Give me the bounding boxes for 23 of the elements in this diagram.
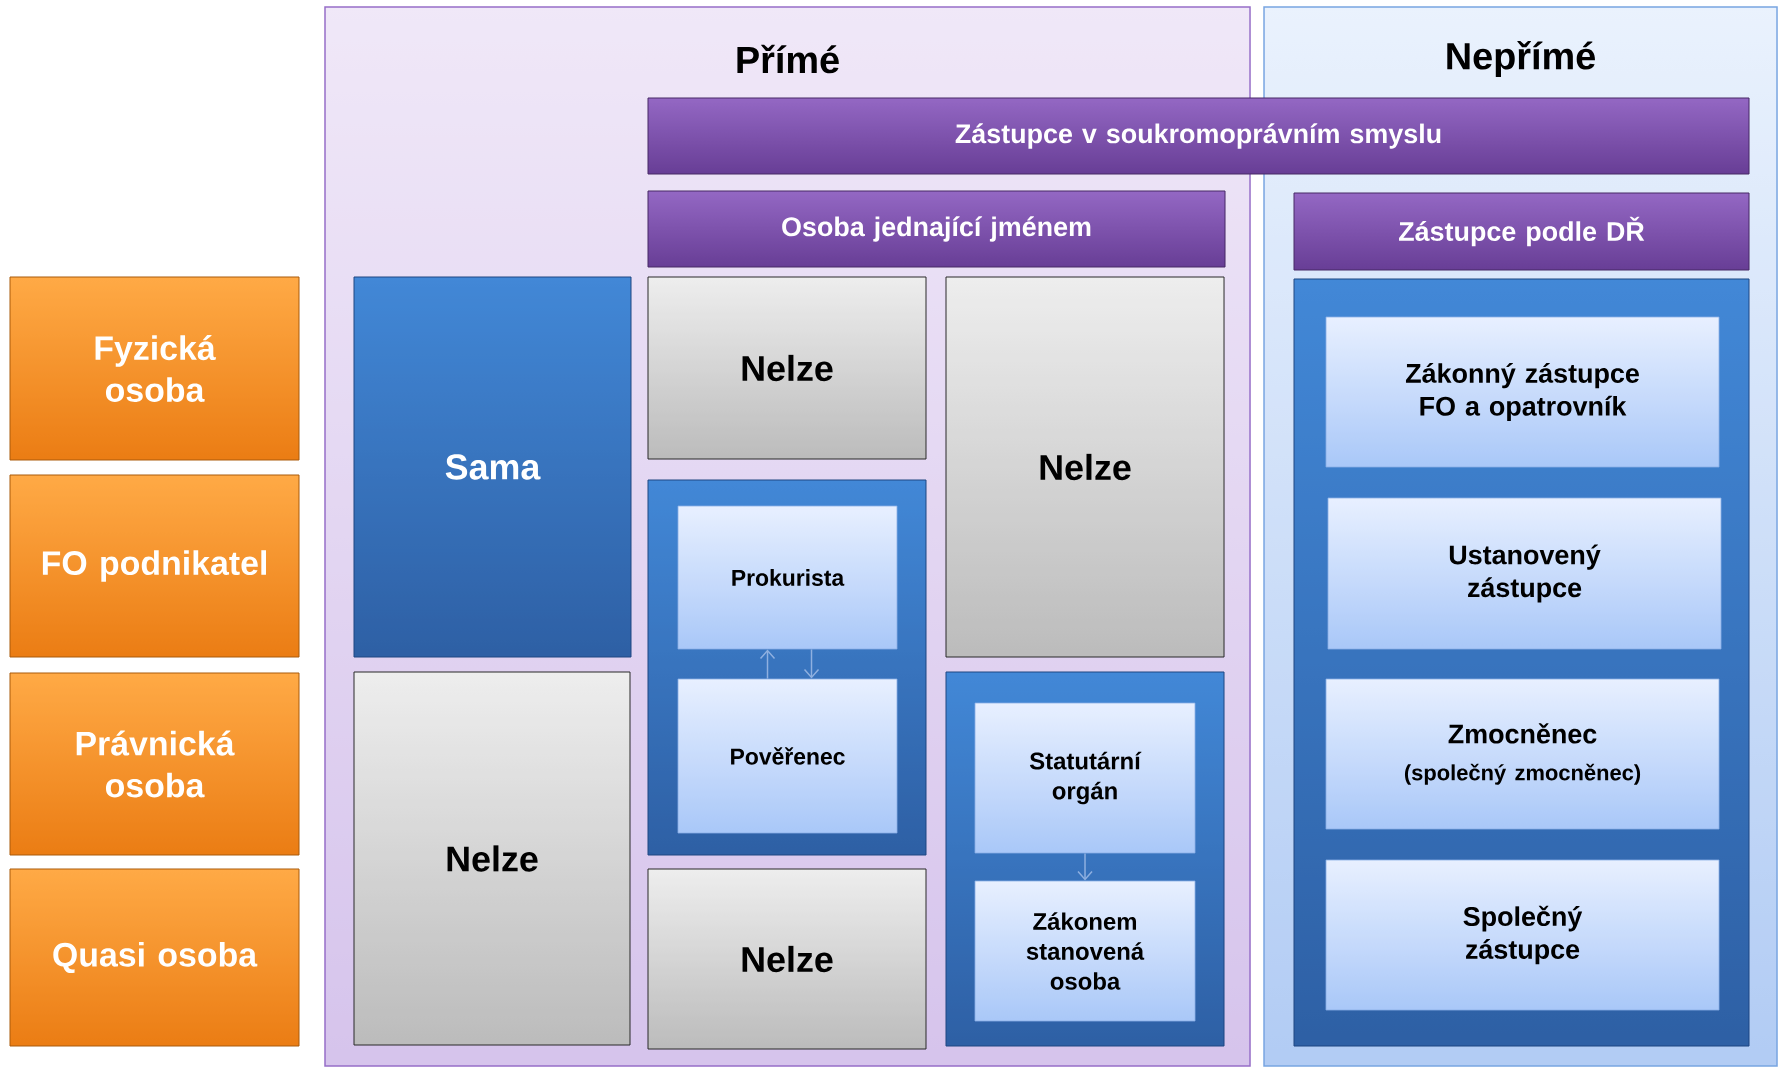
process-box: Zmocněnec (společný zmocněnec) [1325, 678, 1720, 830]
header-bar: Zástupce v soukromoprávním smyslu [647, 97, 1750, 175]
process-box: Nelze [647, 276, 927, 460]
arrow [803, 648, 820, 679]
process-box: Ustanovený zástupce [1327, 497, 1722, 650]
category-box: Fyzická osoba [9, 276, 300, 461]
process-box: Nelze [353, 671, 631, 1046]
process-box: Prokurista [677, 505, 898, 650]
category-box: Quasi osoba [9, 868, 300, 1047]
arrow [759, 649, 776, 680]
process-box: Zákonný zástupce FO a opatrovník [1325, 316, 1720, 468]
category-box: FO podnikatel [9, 474, 300, 658]
header-bar: Osoba jednající jménem [647, 190, 1226, 268]
process-box: Statutární orgán [974, 702, 1196, 854]
group-box: Sama [353, 276, 632, 658]
arrow [1077, 852, 1093, 881]
header-bar: Zástupce podle DŘ [1293, 192, 1750, 271]
process-box: Pověřenec [677, 678, 898, 834]
process-box: Společný zástupce [1325, 859, 1720, 1011]
category-box: Právnická osoba [9, 672, 300, 856]
process-box: Nelze [647, 868, 927, 1050]
process-box: Nelze [945, 276, 1225, 658]
process-box: Zákonem stanovená osoba [974, 880, 1196, 1022]
